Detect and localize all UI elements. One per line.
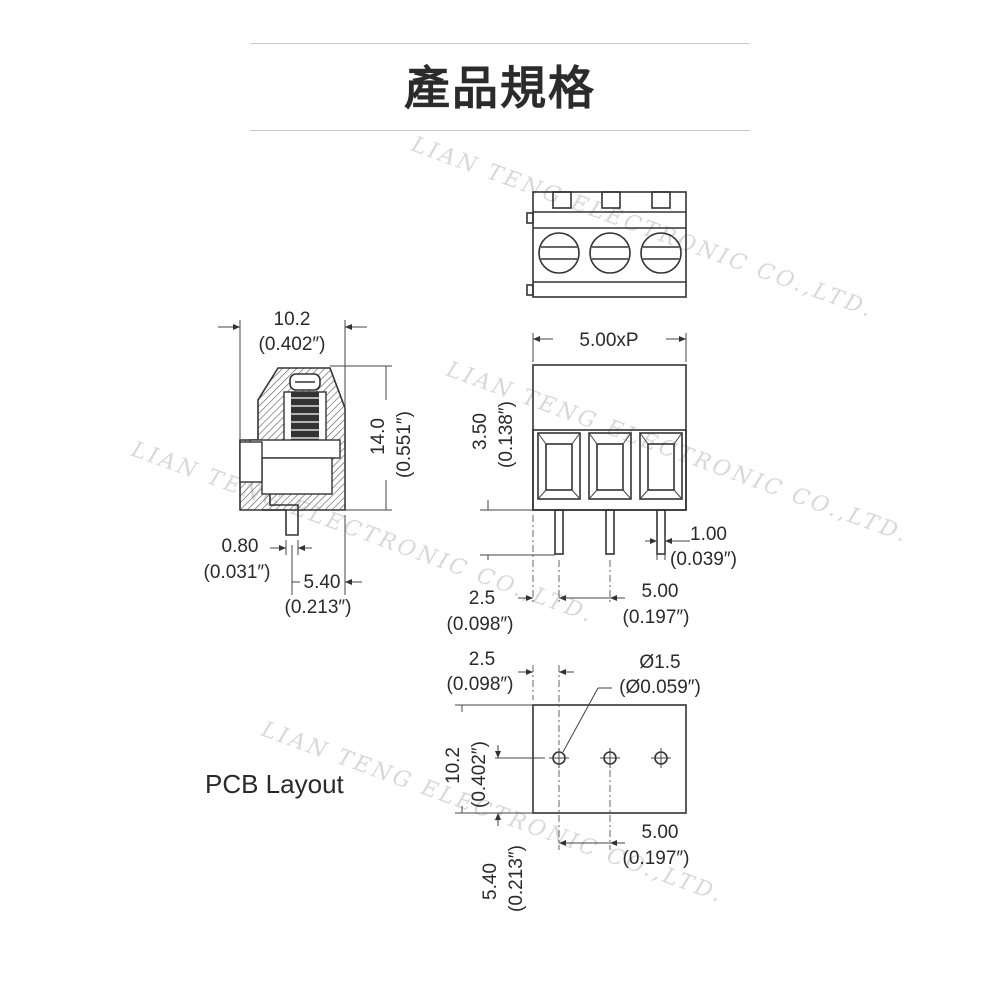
side-view-dimensions: 10.2 (0.402″) 14.0 (0.551″) 0.80 (0.031″… (204, 309, 415, 618)
hole-icon (600, 748, 620, 768)
pcb-spacing-inch-label: (0.197″) (623, 848, 690, 869)
pcb-layout: PCB Layout (205, 704, 687, 814)
pcb-offset-label: 5.40 (480, 863, 501, 900)
side-height-inch-label: (0.551″) (394, 411, 415, 478)
screw-thread-icon (291, 392, 319, 448)
pin (554, 509, 564, 555)
side-offset-label: 5.40 (304, 572, 341, 593)
pin (656, 509, 666, 555)
front-height-label: 3.50 (470, 413, 491, 450)
screw-head-icon (538, 232, 580, 274)
pcb-spacing-label: 5.00 (642, 822, 679, 843)
watermark-text: LIAN TENG ELECTRONIC CO.,LTD. (127, 437, 597, 629)
page-title: 產品規格 (404, 61, 596, 115)
pcb-depth-label: 10.2 (443, 747, 464, 784)
side-view (239, 367, 346, 536)
side-width-inch-label: (0.402″) (259, 334, 326, 355)
front-pitch-label: 5.00xP (579, 330, 638, 351)
side-height-label: 14.0 (368, 418, 389, 455)
front-pin-width-inch-label: (0.039″) (670, 549, 737, 570)
top-view (526, 191, 687, 298)
pcb-hole-label: Ø1.5 (639, 652, 680, 673)
pcb-depth-inch-label: (0.402″) (469, 741, 490, 808)
pcb-edge-label: 2.5 (469, 649, 495, 670)
front-edge-label: 2.5 (469, 588, 495, 609)
hole-icon (549, 748, 569, 768)
front-spacing-label: 5.00 (642, 581, 679, 602)
screw-head-icon (589, 232, 631, 274)
front-view-dimensions: 5.00xP 3.50 (0.138″) 1.00 (0.039″) 2.5 (… (447, 330, 737, 635)
screw-head-icon (640, 232, 682, 274)
front-pin-width-label: 1.00 (690, 524, 727, 545)
front-height-inch-label: (0.138″) (496, 401, 517, 468)
wire-entry-icon (537, 432, 581, 500)
wire-entry-icon (639, 432, 683, 500)
wire-entry-icon (588, 432, 632, 500)
front-spacing-inch-label: (0.197″) (623, 607, 690, 628)
pcb-hole-inch-label: (Ø0.059″) (619, 677, 701, 698)
front-view (532, 364, 687, 555)
side-offset-inch-label: (0.213″) (285, 597, 352, 618)
pcb-layout-dimensions: 2.5 (0.098″) Ø1.5 (Ø0.059″) 10.2 (0.402″… (443, 649, 701, 912)
side-width-label: 10.2 (274, 309, 311, 330)
front-edge-inch-label: (0.098″) (447, 614, 514, 635)
pin (605, 509, 615, 555)
pcb-layout-label: PCB Layout (205, 769, 345, 799)
pcb-edge-inch-label: (0.098″) (447, 674, 514, 695)
hole-icon (651, 748, 671, 768)
title-rule-bottom (250, 130, 750, 131)
pcb-offset-inch-label: (0.213″) (506, 845, 527, 912)
side-pin-inch-label: (0.031″) (204, 562, 271, 583)
title-rule-top (250, 43, 750, 44)
side-pin-label: 0.80 (222, 536, 259, 557)
